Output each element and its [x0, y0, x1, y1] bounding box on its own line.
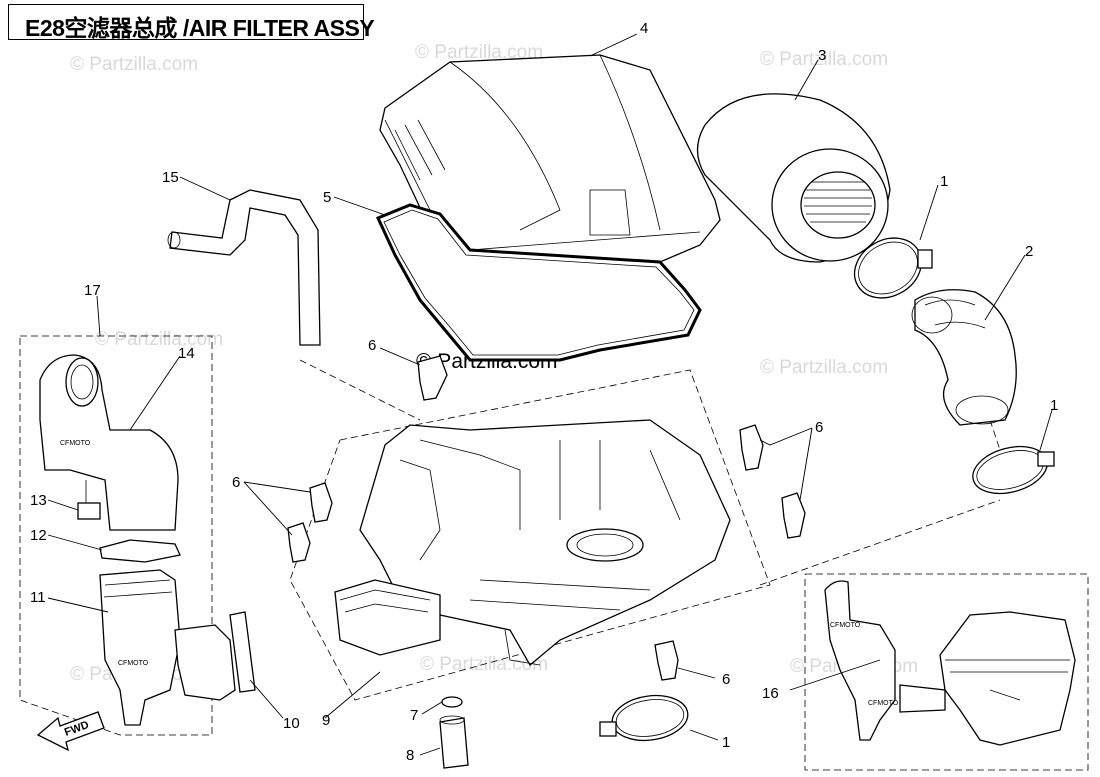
air-box-housing	[334, 419, 731, 666]
callout-1: 1	[1050, 397, 1058, 414]
watermark: © Partzilla.com	[95, 329, 223, 350]
callout-numbers: 1 1 1 2 3 4 5 6 6 6 6 6 7 8 9 10 11 12 1…	[30, 20, 1058, 764]
assembled-detail: CFMOTO CFMOTO	[824, 580, 1076, 746]
callout-6: 6	[722, 671, 730, 688]
callout-1: 1	[722, 734, 730, 751]
callout-6: 6	[232, 474, 240, 491]
fwd-arrow-icon: FWD	[36, 711, 105, 752]
callout-13: 13	[30, 492, 47, 509]
callout-11: 11	[30, 589, 46, 606]
callout-4: 4	[640, 20, 648, 37]
callout-17: 17	[84, 282, 101, 299]
duct-brand-text: CFMOTO	[60, 440, 91, 447]
inlet-duct-assembly: CFMOTO CFMOTO	[39, 354, 256, 726]
callout-10: 10	[283, 715, 300, 732]
diagram-title: E28空滤器总成 /AIR FILTER ASSY	[25, 15, 375, 41]
intake-boot	[911, 289, 1017, 426]
callout-15: 15	[162, 169, 179, 186]
callout-6: 6	[368, 337, 376, 354]
filter-element	[696, 93, 891, 263]
callout-8: 8	[406, 747, 414, 764]
callout-3: 3	[818, 47, 826, 64]
watermark: © Partzilla.com	[70, 54, 198, 75]
gasket	[375, 203, 702, 362]
callout-2: 2	[1025, 243, 1033, 260]
callout-16: 16	[762, 685, 779, 702]
callout-14: 14	[178, 345, 195, 362]
callout-12: 12	[30, 527, 47, 544]
callout-9: 9	[322, 712, 330, 729]
hose-clamps	[599, 237, 1055, 742]
clips	[287, 355, 806, 681]
watermark: © Partzilla.com	[415, 42, 543, 63]
breather-hose	[167, 189, 321, 346]
callout-6: 6	[815, 419, 823, 436]
duct-brand-text: CFMOTO	[118, 660, 149, 667]
title-box: E28空滤器总成 /AIR FILTER ASSY	[8, 4, 375, 41]
watermark: © Partzilla.com	[760, 49, 888, 70]
duct-brand-text: CFMOTO	[868, 700, 899, 707]
leader-lines	[47, 33, 1053, 756]
callout-7: 7	[410, 707, 418, 724]
callout-5: 5	[323, 189, 331, 206]
drain-parts	[439, 696, 469, 769]
callout-1: 1	[940, 173, 948, 190]
watermark: © Partzilla.com	[760, 357, 888, 378]
duct-brand-text: CFMOTO	[830, 622, 861, 629]
